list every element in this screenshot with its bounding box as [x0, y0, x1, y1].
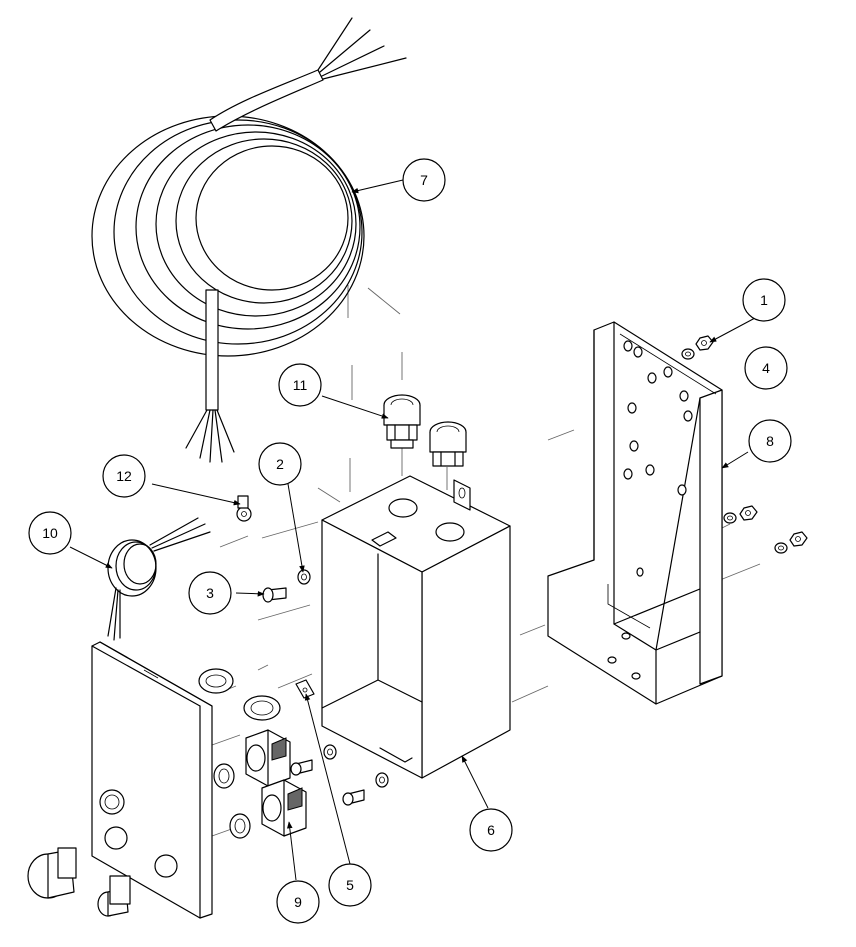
small-coil-cable-10: [107, 517, 211, 641]
callout-8-label: 8: [766, 433, 774, 449]
contact-block-9b: [261, 779, 307, 837]
callout-3: 3: [188, 571, 232, 615]
callout-12: 12: [102, 454, 146, 498]
screw-3: [262, 587, 287, 603]
mushroom-push-button: [27, 847, 77, 899]
contact-block-9a: [245, 729, 291, 787]
callout-4: 4: [744, 346, 788, 390]
screw-lower-a: [290, 759, 313, 776]
washer-4: [681, 348, 695, 360]
coiled-cable-7: [91, 17, 407, 463]
callout-11-label: 11: [293, 377, 308, 393]
callout-10: 10: [28, 511, 72, 555]
callout-2-label: 2: [276, 456, 284, 472]
ground-plate-5: [295, 679, 315, 699]
cable-gland-11b: [429, 421, 467, 467]
washer-lower-a: [723, 512, 737, 524]
lock-ring-top: [198, 668, 234, 694]
hex-nut-1: [695, 335, 714, 351]
hex-nut-lower-a: [739, 505, 758, 521]
callout-1: 1: [742, 278, 786, 322]
callout-9-label: 9: [294, 894, 302, 910]
callout-6-label: 6: [487, 822, 495, 838]
washer-lower-c: [323, 744, 337, 760]
callout-5: 5: [328, 863, 372, 907]
washer-lower-b: [774, 542, 788, 554]
callout-6: 6: [469, 808, 513, 852]
callout-9: 9: [276, 880, 320, 924]
callout-7: 7: [402, 158, 446, 202]
screw-lower-b: [342, 789, 365, 806]
callout-11: 11: [278, 363, 322, 407]
callout-2: 2: [258, 442, 302, 486]
lock-ring-b: [229, 813, 251, 839]
callout-12-label: 12: [116, 468, 132, 484]
lock-ring-mid: [243, 695, 281, 721]
front-cover-plate: [91, 641, 213, 919]
enclosure-box-6: [321, 475, 511, 779]
hex-nut-lower-b: [789, 531, 808, 547]
lock-ring-a: [213, 763, 235, 789]
flush-push-button: [97, 875, 131, 917]
callout-5-label: 5: [346, 877, 354, 893]
callout-4-label: 4: [762, 360, 770, 376]
washer-2: [297, 569, 311, 585]
callout-10-label: 10: [42, 525, 58, 541]
callout-1-label: 1: [760, 292, 768, 308]
callout-3-label: 3: [206, 585, 214, 601]
mounting-bracket-8: [547, 321, 723, 705]
cable-gland-11a: [383, 394, 421, 449]
leader-lines: [69, 179, 756, 881]
washer-lower-d: [375, 772, 389, 788]
callout-7-label: 7: [420, 172, 428, 188]
ring-terminal-12: [236, 495, 252, 522]
callout-8: 8: [748, 419, 792, 463]
